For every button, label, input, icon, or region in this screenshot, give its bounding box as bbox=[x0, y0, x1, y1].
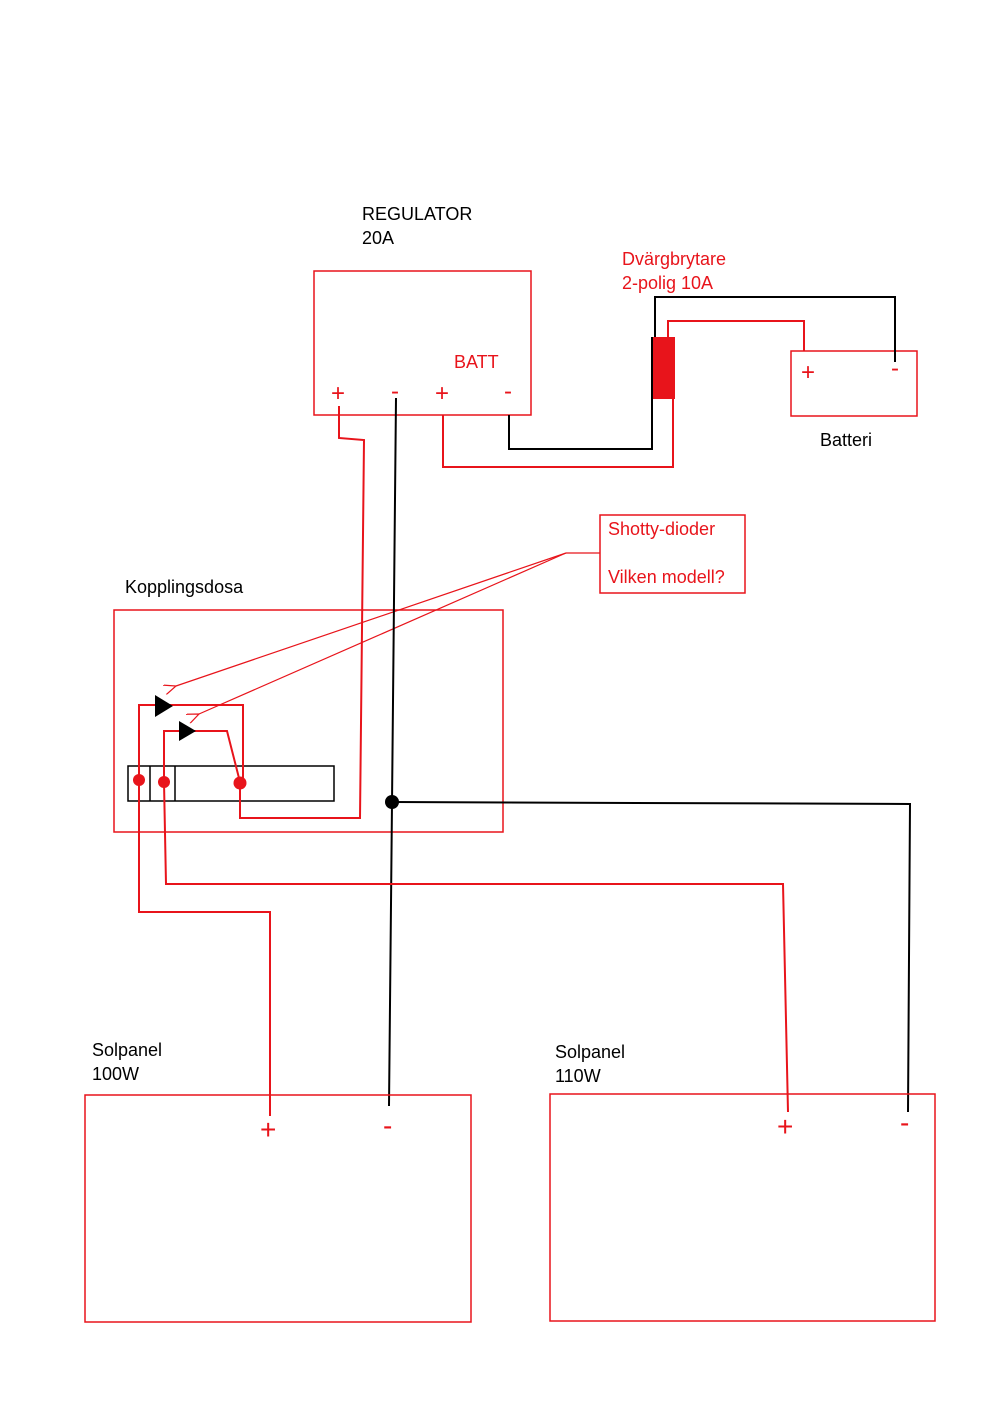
diode-note-line2: Vilken modell? bbox=[608, 567, 725, 587]
panel110-box bbox=[549, 1093, 936, 1322]
negative-junction-dot bbox=[385, 795, 399, 809]
breaker-body bbox=[651, 337, 675, 399]
diode-2-icon bbox=[179, 721, 196, 741]
battery-minus: - bbox=[891, 355, 899, 382]
battery-label: Batteri bbox=[820, 430, 872, 450]
wire-junction-to-regulator-plus bbox=[239, 406, 366, 819]
regulator-panel-plus: + bbox=[331, 380, 345, 407]
wire-panel110-plus bbox=[163, 781, 789, 1113]
wire-panel100-plus bbox=[138, 780, 271, 1116]
panel100-label: Solpanel bbox=[92, 1040, 162, 1060]
regulator-batt-minus: - bbox=[504, 378, 512, 405]
wire-common-negative bbox=[388, 397, 397, 1107]
wire-regulator-batt-minus-to-breaker bbox=[508, 337, 653, 450]
diode-1-icon bbox=[155, 695, 173, 717]
diode-note-arrow-2 bbox=[199, 552, 567, 714]
regulator-rating: 20A bbox=[362, 228, 394, 248]
diode-note-arrow-1 bbox=[176, 552, 567, 686]
wire-negative-to-panel110 bbox=[391, 801, 912, 1113]
wire-breaker-to-battery-plus bbox=[667, 320, 805, 351]
panel110-label: Solpanel bbox=[555, 1042, 625, 1062]
panel100-rating: 100W bbox=[92, 1064, 139, 1084]
junction-box bbox=[113, 609, 504, 833]
diode-note-line1: Shotty-dioder bbox=[608, 519, 715, 539]
wire-breaker-to-battery-minus bbox=[654, 296, 896, 362]
battery-plus: + bbox=[801, 359, 815, 386]
panel110-minus: - bbox=[900, 1107, 909, 1138]
panel110-rating: 110W bbox=[555, 1066, 601, 1086]
wire-regulator-batt-plus-to-breaker bbox=[442, 399, 674, 468]
regulator-box bbox=[313, 270, 532, 416]
regulator-title: REGULATOR bbox=[362, 204, 472, 224]
regulator-batt-plus: + bbox=[435, 380, 449, 407]
battery-box bbox=[790, 350, 918, 417]
regulator-panel-minus: - bbox=[391, 378, 399, 405]
panel100-box bbox=[84, 1094, 472, 1323]
wire-diode-loop-1 bbox=[138, 704, 244, 782]
panel110-plus: + bbox=[777, 1111, 793, 1142]
panel100-minus: - bbox=[383, 1110, 392, 1141]
regulator-batt-label: BATT bbox=[454, 352, 499, 372]
diode-note-box bbox=[599, 514, 746, 594]
junction-box-label: Kopplingsdosa bbox=[125, 577, 244, 597]
terminal-block bbox=[127, 765, 335, 802]
breaker-rating: 2-polig 10A bbox=[622, 273, 713, 293]
panel100-plus: + bbox=[260, 1114, 276, 1145]
breaker-label: Dvärgbrytare bbox=[622, 249, 726, 269]
